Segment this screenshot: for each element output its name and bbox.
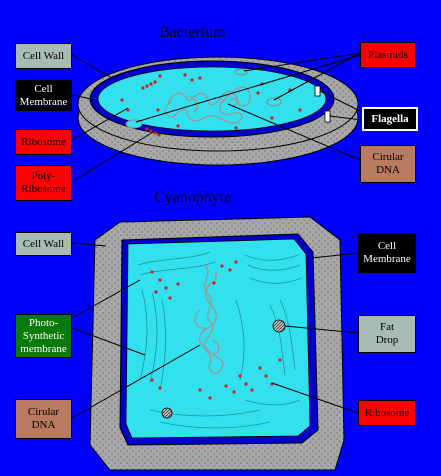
bacterium-title: Bacterium [159,24,226,41]
bacterium-flagellum-base [324,110,331,123]
label-bacterium-poly-ribosome: Poly- Ribosome [15,165,72,201]
label-bacterium-plasmids: Plasmids [360,42,416,68]
cyanophyte-photosynthetic-membranes [137,251,303,429]
cyanophyte-fat-drop [161,407,173,419]
label-cyanophyte-ribosome: Ribosome [358,400,416,426]
label-cyanophyte-circular-dna: Cirular DNA [15,399,72,439]
bacterium-plasmid [266,97,282,107]
bacterium [77,56,359,166]
label-cyanophyte-cell-membrane: Cell Membrane [358,233,416,273]
bacterium-plasmid [125,119,143,129]
label-bacterium-circular-dna: Cirular DNA [360,145,416,183]
label-bacterium-cell-wall: Cell Wall [15,43,72,69]
cyanophyte-circular-dna [194,264,224,374]
cyanophyte-ribosomes [150,260,282,400]
cyanophyte-title: Cyanophyte [154,189,232,206]
cyanophyte-fat-drop [272,319,286,333]
bacterium-plasmid [234,68,248,76]
leader-lines [71,52,363,419]
bacterium-poly-ribosome [141,80,161,137]
label-bacterium-flagella: Flagella [362,107,418,131]
cyanophyte [89,216,345,471]
label-cyanophyte-cell-wall: Cell Wall [15,232,72,256]
cyanophyte-cytoplasm [125,238,311,439]
label-cyanophyte-photosynthetic-membrane: Photo- Synthetic membrane [15,314,72,358]
bacterium-flagellum-base [314,85,321,97]
label-bacterium-cell-membrane: Cell Membrane [15,80,72,111]
label-bacterium-ribosome: Ribosome [15,129,72,155]
label-cyanophyte-fat-drop: Fat Drop [358,315,416,353]
